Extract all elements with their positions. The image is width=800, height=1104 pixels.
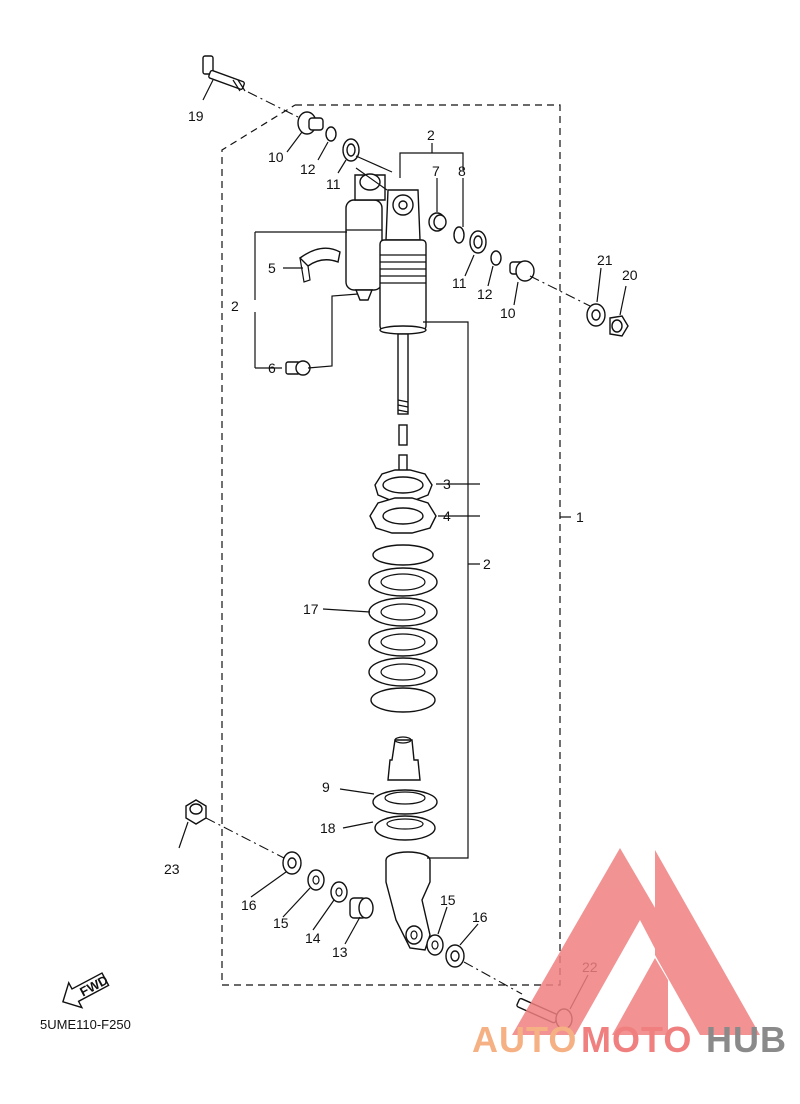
collar-10-right	[509, 260, 535, 282]
label-11-top: 11	[326, 176, 341, 192]
label-8: 8	[458, 163, 466, 179]
label-18: 18	[320, 820, 336, 836]
label-14: 14	[305, 930, 321, 946]
screw-6	[285, 360, 311, 376]
oring-12-top	[325, 126, 337, 142]
bushing-11-right	[469, 230, 487, 254]
axis-upper-right	[529, 275, 591, 307]
axis-lower-left	[205, 817, 285, 859]
label-2-right: 2	[483, 556, 491, 572]
label-11-right: 11	[452, 275, 467, 291]
label-10-right: 10	[500, 305, 516, 321]
axis-top	[247, 91, 301, 119]
collar-15-right	[426, 934, 444, 956]
fwd-label: FWD	[77, 972, 110, 999]
bearing-14	[330, 881, 348, 903]
watermark-text-auto: AUTO	[472, 1019, 577, 1060]
label-3: 3	[443, 476, 451, 492]
lock-nut-4	[369, 497, 437, 534]
bushing-7	[428, 212, 447, 232]
diagram-code: 5UME110-F250	[40, 1017, 131, 1032]
label-4: 4	[443, 508, 451, 524]
ring-nut-3	[374, 469, 433, 501]
bumper	[387, 736, 421, 781]
label-2-top: 2	[427, 127, 435, 143]
label-6: 6	[268, 360, 276, 376]
collar-15-left	[307, 869, 325, 891]
oring-12-right	[490, 250, 502, 266]
washer-16-left	[282, 851, 302, 875]
spring-guide-9	[372, 789, 438, 815]
label-13: 13	[332, 944, 348, 960]
bushing-11-top	[342, 138, 360, 162]
cover-18	[374, 815, 436, 841]
shock-rod	[397, 333, 409, 480]
label-9: 9	[322, 779, 330, 795]
label-15-left: 15	[273, 915, 289, 931]
fwd-arrow-icon: FWD	[62, 972, 110, 1009]
label-12-top: 12	[300, 161, 316, 177]
label-17: 17	[303, 601, 319, 617]
label-19: 19	[188, 108, 204, 124]
washer-21	[586, 303, 606, 327]
label-5: 5	[268, 260, 276, 276]
label-23: 23	[164, 861, 180, 877]
collar-10-top	[297, 111, 324, 135]
reservoir	[345, 173, 386, 301]
label-10-top: 10	[268, 149, 284, 165]
watermark-text-hub: HUB	[706, 1019, 787, 1060]
label-1: 1	[576, 509, 584, 525]
label-12-right: 12	[477, 286, 493, 302]
bolt-19	[202, 55, 246, 92]
label-20: 20	[622, 267, 638, 283]
assembly-boundary	[221, 104, 561, 986]
label-15-right: 15	[440, 892, 456, 908]
axis-lower-right	[463, 961, 523, 995]
label-16-right: 16	[472, 909, 488, 925]
label-2-left: 2	[231, 298, 239, 314]
spring-17	[368, 544, 438, 713]
watermark-text-moto: MOTO	[581, 1019, 692, 1060]
shock-body	[379, 189, 427, 335]
label-7: 7	[432, 163, 440, 179]
nut-20	[609, 315, 629, 337]
band-5	[298, 247, 341, 267]
washer-16-right	[445, 944, 465, 968]
lower-clevis	[385, 851, 431, 951]
bushing-13	[349, 897, 374, 919]
watermark-logo-icon	[512, 848, 760, 1035]
label-16-left: 16	[241, 897, 257, 913]
oring-8	[453, 226, 465, 244]
leader-lines	[178, 79, 627, 1010]
label-21: 21	[597, 252, 613, 268]
nut-23	[185, 799, 207, 825]
